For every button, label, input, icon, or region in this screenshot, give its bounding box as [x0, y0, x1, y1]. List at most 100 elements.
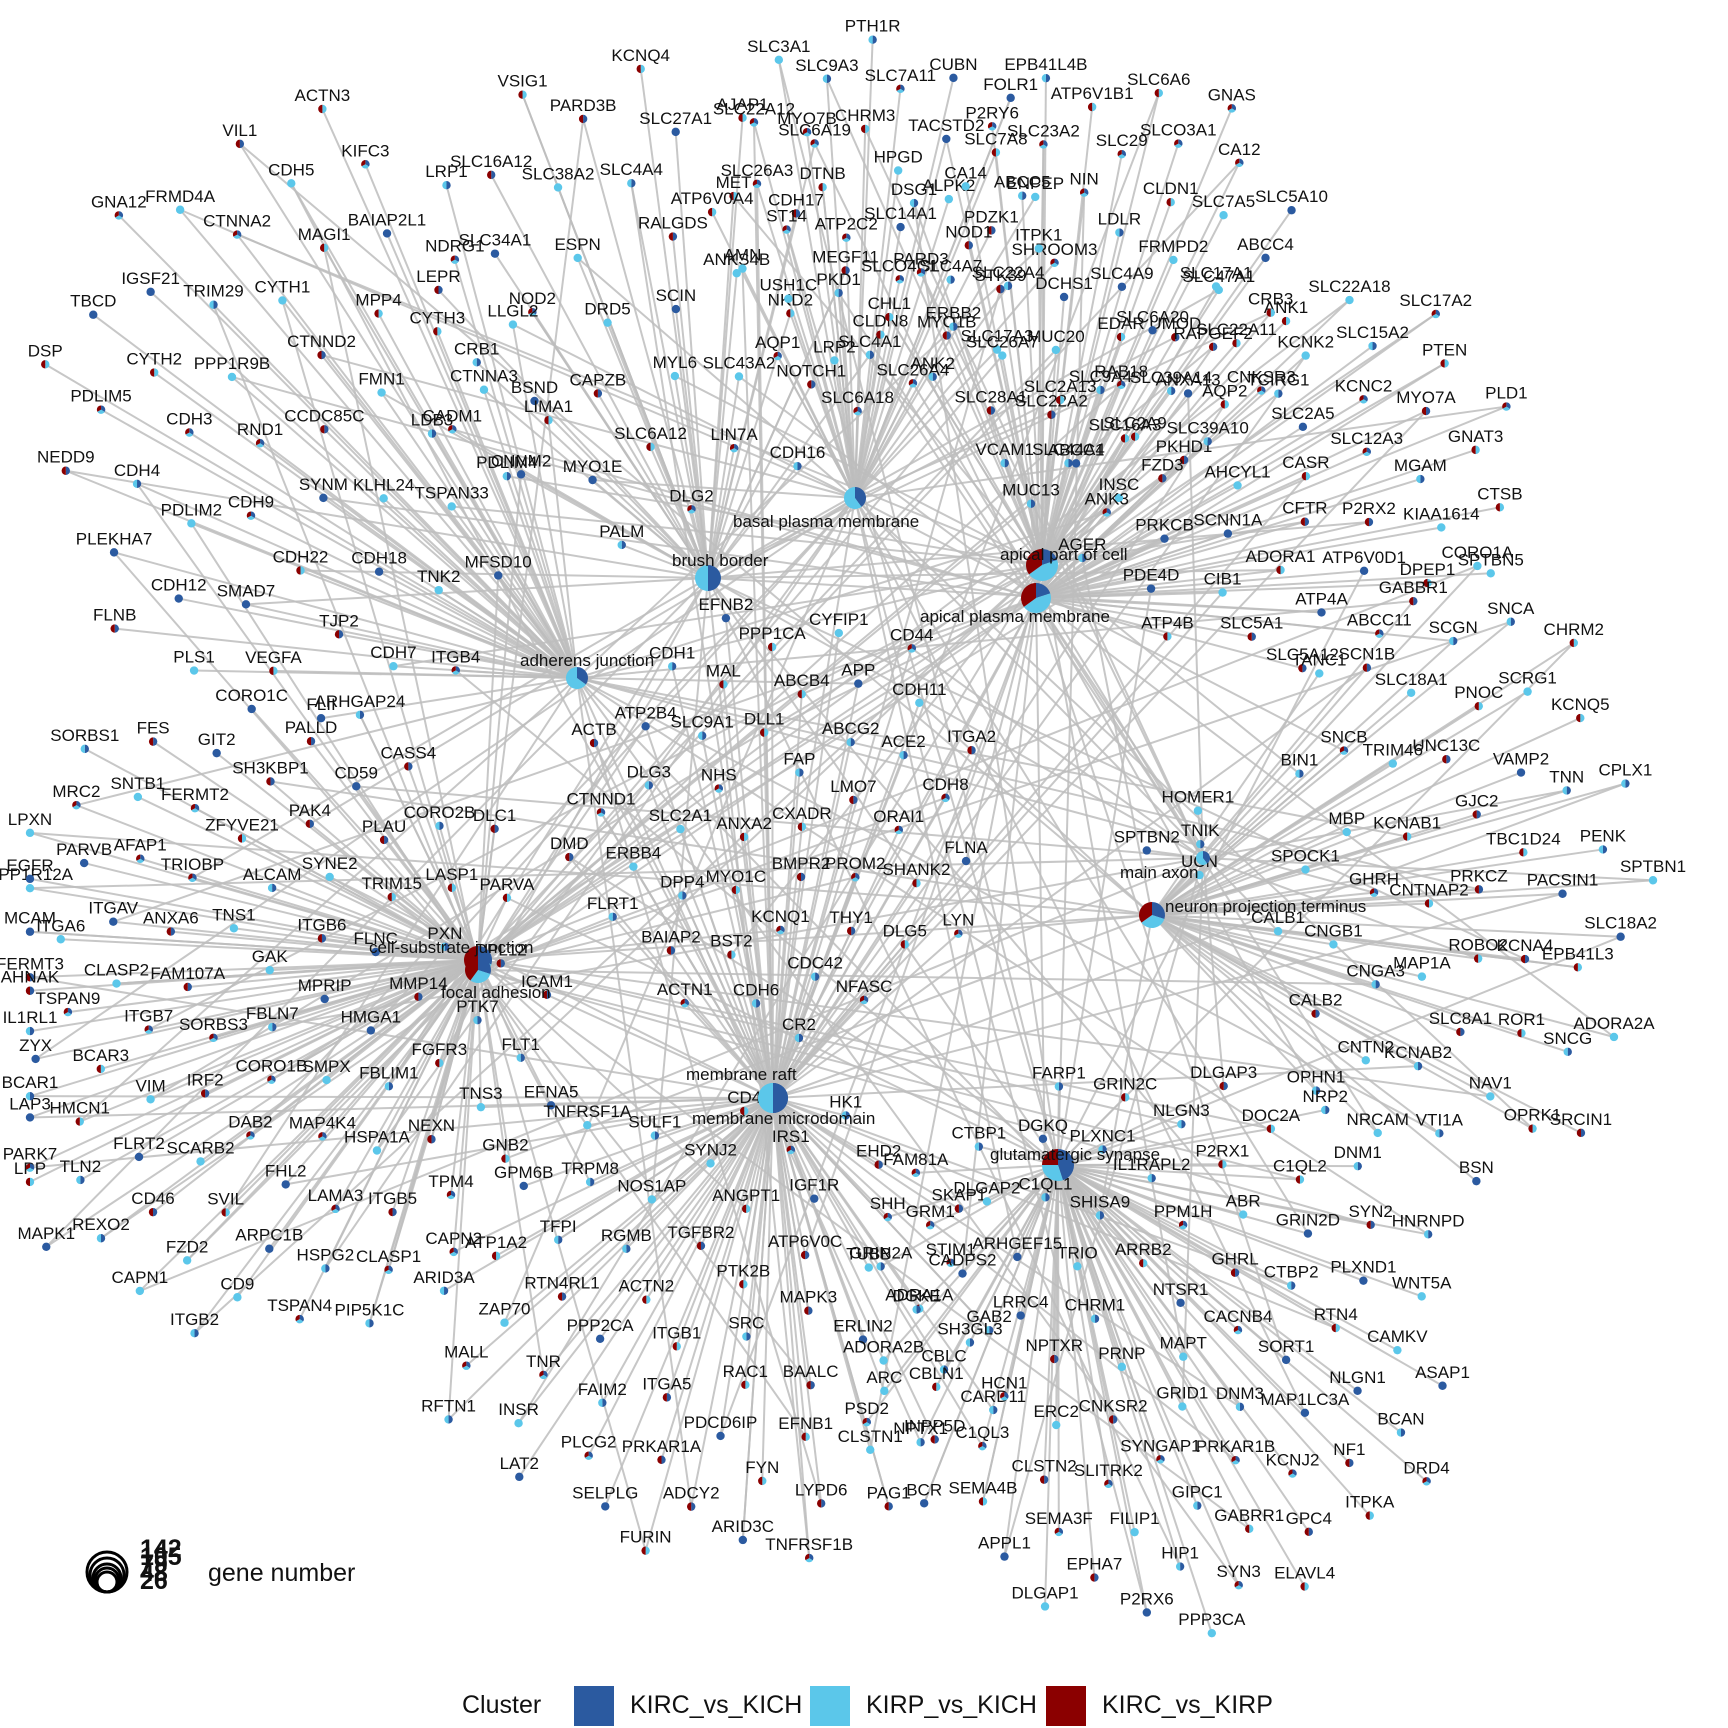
- gene-node-amn[interactable]: AMN: [724, 246, 762, 273]
- gene-node-sncb[interactable]: SNCB: [1320, 728, 1368, 755]
- gene-node-calb2[interactable]: CALB2: [1289, 991, 1343, 1018]
- gene-node-icam1[interactable]: ICAM1: [521, 972, 573, 1000]
- gene-node-parvb[interactable]: PARVB: [56, 840, 112, 868]
- gene-node-slc6a19[interactable]: SLC6A19: [778, 120, 851, 148]
- gene-node-itga6[interactable]: ITGA6: [36, 916, 85, 944]
- gene-node-tns3[interactable]: TNS3: [459, 1084, 503, 1112]
- gene-node-kcnc2[interactable]: KCNC2: [1335, 376, 1393, 404]
- gene-node-atp6v1b1[interactable]: ATP6V1B1: [1051, 84, 1134, 112]
- gene-node-adcy2[interactable]: ADCY2: [663, 1484, 720, 1511]
- gene-node-inpp5d[interactable]: INPP5D: [904, 1416, 965, 1444]
- gene-node-pip5k1c[interactable]: PIP5K1C: [335, 1300, 405, 1328]
- gene-node-chrm1[interactable]: CHRM1: [1065, 1296, 1125, 1323]
- gene-node-mpp4[interactable]: MPP4: [355, 291, 402, 318]
- gene-node-scarb2[interactable]: SCARB2: [167, 1138, 235, 1166]
- gene-node-synm[interactable]: SYNM: [299, 475, 348, 503]
- gene-node-efnb2[interactable]: EFNB2: [699, 595, 754, 623]
- gene-node-slc27a1[interactable]: SLC27A1: [639, 109, 712, 137]
- gene-node-trim29[interactable]: TRIM29: [183, 282, 244, 309]
- term-node-apical-plasma-membrane[interactable]: apical plasma membrane: [920, 583, 1110, 626]
- gene-node-ldb3[interactable]: LDB3: [411, 411, 454, 438]
- gene-node-slc12a3[interactable]: SLC12A3: [1330, 429, 1403, 456]
- gene-node-arhgef15[interactable]: ARHGEF15: [972, 1234, 1062, 1262]
- gene-node-nlgn1[interactable]: NLGN1: [1329, 1368, 1386, 1395]
- gene-node-folr1[interactable]: FOLR1: [983, 75, 1038, 103]
- gene-node-aqp1[interactable]: AQP1: [755, 333, 800, 361]
- gene-node-slc14a1[interactable]: SLC14A1: [864, 204, 937, 232]
- gene-node-ajap1[interactable]: AJAP1: [717, 95, 769, 123]
- gene-node-nhs[interactable]: NHS: [701, 766, 737, 793]
- gene-node-ppp2ca[interactable]: PPP2CA: [567, 1316, 635, 1344]
- gene-node-arid3c[interactable]: ARID3C: [712, 1517, 774, 1545]
- gene-node-adora2b[interactable]: ADORA2B: [843, 1338, 924, 1365]
- gene-node-ahnak[interactable]: AHNAK: [1, 968, 60, 995]
- gene-node-chrm2[interactable]: CHRM2: [1544, 620, 1604, 648]
- gene-node-flt1[interactable]: FLT1: [501, 1035, 540, 1062]
- gene-node-slc22a11[interactable]: SLC22A11: [1196, 320, 1277, 348]
- gene-node-ehd2[interactable]: EHD2: [856, 1142, 901, 1169]
- gene-node-abcb4[interactable]: ABCB4: [774, 671, 830, 699]
- gene-node-slc6a20[interactable]: SLC6A20: [1116, 307, 1189, 335]
- gene-node-cadm1[interactable]: CADM1: [423, 406, 483, 434]
- gene-node-muc13[interactable]: MUC13: [1002, 481, 1060, 508]
- gene-node-kcna4[interactable]: KCNA4: [1497, 936, 1554, 964]
- gene-node-cyth1[interactable]: CYTH1: [255, 277, 311, 305]
- gene-node-slc39a14[interactable]: SLC39A14: [1130, 368, 1212, 396]
- gene-node-nin[interactable]: NIN: [1070, 170, 1099, 197]
- gene-node-kcnk2[interactable]: KCNK2: [1277, 333, 1334, 360]
- gene-node-tnr[interactable]: TNR: [526, 1352, 561, 1380]
- gene-node-pde4d[interactable]: PDE4D: [1123, 566, 1180, 593]
- gene-node-scin[interactable]: SCIN: [656, 286, 697, 314]
- gene-node-casr[interactable]: CASR: [1282, 453, 1330, 481]
- gene-node-flii[interactable]: FLII: [306, 695, 336, 723]
- gene-node-ush1c[interactable]: USH1C: [760, 276, 818, 303]
- gene-node-aqp2[interactable]: AQP2: [1202, 381, 1247, 409]
- gene-node-slc16a12[interactable]: SLC16A12: [450, 152, 532, 180]
- gene-node-prkar1a[interactable]: PRKAR1A: [622, 1437, 702, 1464]
- gene-node-irf2[interactable]: IRF2: [187, 1070, 224, 1098]
- gene-node-edar[interactable]: EDAR: [1097, 314, 1145, 342]
- gene-node-c1ql3[interactable]: C1QL3: [955, 1423, 1009, 1451]
- gene-node-tnfrsf1a[interactable]: TNFRSF1A: [543, 1102, 632, 1130]
- gene-node-nexn[interactable]: NEXN: [408, 1116, 455, 1144]
- gene-node-slc8a1[interactable]: SLC8A1: [1429, 1009, 1492, 1037]
- gene-node-tspan4[interactable]: TSPAN4: [267, 1296, 332, 1324]
- gene-node-dlg3[interactable]: DLG3: [627, 762, 671, 790]
- gene-node-tgfbr2[interactable]: TGFBR2: [667, 1223, 734, 1250]
- gene-node-itgb2[interactable]: ITGB2: [170, 1310, 219, 1338]
- gene-node-erlin2[interactable]: ERLIN2: [833, 1317, 893, 1344]
- gene-node-gabrr1[interactable]: GABRR1: [1214, 1506, 1284, 1533]
- gene-node-c1ql2[interactable]: C1QL2: [1273, 1157, 1327, 1184]
- gene-node-bsnd[interactable]: BSND: [511, 378, 558, 406]
- gene-node-nrcam[interactable]: NRCAM: [1347, 1110, 1409, 1138]
- gene-node-slc38a2[interactable]: SLC38A2: [522, 164, 595, 192]
- gene-node-nlgn3[interactable]: NLGN3: [1153, 1101, 1210, 1129]
- gene-node-doc2a[interactable]: DOC2A: [1242, 1106, 1301, 1133]
- gene-node-megf11[interactable]: MEGF11: [812, 247, 879, 275]
- gene-node-cacnb4[interactable]: CACNB4: [1203, 1307, 1272, 1335]
- gene-node-slc28a1[interactable]: SLC28A1: [955, 388, 1028, 415]
- gene-node-mmp14[interactable]: MMP14: [389, 974, 448, 1001]
- gene-node-ndrg1[interactable]: NDRG1: [425, 237, 485, 264]
- gene-node-slc2a1[interactable]: SLC2A1: [649, 806, 712, 834]
- gene-node-rtn4[interactable]: RTN4: [1314, 1305, 1358, 1333]
- gene-node-atp1a2[interactable]: ATP1A2: [465, 1233, 527, 1261]
- gene-node-nod2[interactable]: NOD2: [509, 289, 556, 317]
- gene-node-efna5[interactable]: EFNA5: [524, 1082, 579, 1110]
- gene-node-nedd9[interactable]: NEDD9: [37, 448, 95, 475]
- gene-node-kcnq5[interactable]: KCNQ5: [1551, 695, 1610, 723]
- gene-node-scrg1[interactable]: SCRG1: [1498, 669, 1557, 696]
- gene-node-cnksr2[interactable]: CNKSR2: [1079, 1396, 1148, 1424]
- gene-node-dsp[interactable]: DSP: [28, 341, 63, 369]
- gene-node-ctnna2[interactable]: CTNNA2: [203, 212, 271, 239]
- gene-node-umod[interactable]: UMOD: [1149, 314, 1201, 342]
- gene-node-cplx1[interactable]: CPLX1: [1598, 761, 1652, 788]
- gene-node-rtn4rl1[interactable]: RTN4RL1: [524, 1274, 600, 1301]
- gene-node-thy1[interactable]: THY1: [829, 908, 873, 936]
- gene-node-vsig1[interactable]: VSIG1: [497, 72, 548, 99]
- gene-node-slc7a5[interactable]: SLC7A5: [1192, 192, 1255, 220]
- gene-node-afap1[interactable]: AFAP1: [114, 836, 167, 863]
- gene-node-pard3[interactable]: PARD3: [893, 249, 949, 277]
- gene-node-kcnq4[interactable]: KCNQ4: [611, 46, 670, 74]
- gene-node-fermt2[interactable]: FERMT2: [161, 785, 229, 813]
